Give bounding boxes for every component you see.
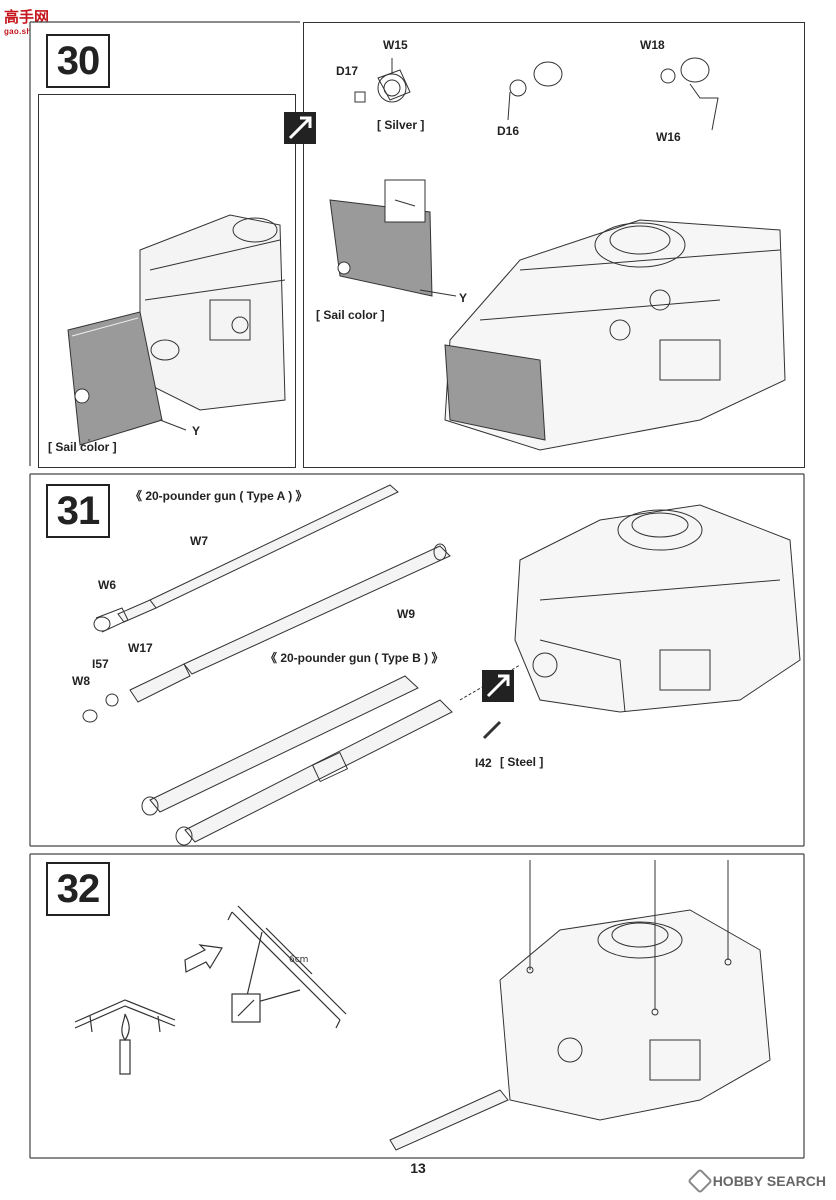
steel-color-note: [ Steel ] <box>500 755 544 769</box>
silver-color-note: [ Silver ] <box>377 118 425 132</box>
step-number-31: 31 <box>46 484 110 538</box>
step30-sail-cover-left <box>67 311 163 446</box>
part-w9-label: W9 <box>397 607 415 621</box>
part-w8-label: W8 <box>72 674 90 688</box>
page-number: 13 <box>410 1160 426 1176</box>
part-d17-label: D17 <box>336 64 359 78</box>
step30-direction-icon <box>284 112 316 144</box>
part-w16-label: W16 <box>656 130 681 144</box>
hobby-search-logo: HOBBY SEARCH <box>686 1168 826 1194</box>
step30-sail-cover-right <box>329 179 546 441</box>
part-d16-label: D16 <box>497 124 520 138</box>
part-i57-label: I57 <box>92 657 109 671</box>
part-w6-label: W6 <box>98 578 116 592</box>
part-w18-label: W18 <box>640 38 665 52</box>
step31-direction-icon <box>482 670 514 702</box>
part-w15-label: W15 <box>383 38 408 52</box>
part-w7-label: W7 <box>190 534 208 548</box>
type-b-heading: 《 20-pounder gun ( Type B ) 》 <box>265 651 444 665</box>
step30-small-parts <box>354 57 719 131</box>
step32-bend-diagram <box>74 905 347 1075</box>
step30-turret-left <box>139 214 286 411</box>
measure-label: 6cm <box>289 955 309 965</box>
part-w17-label: W17 <box>128 641 153 655</box>
step-number-30: 30 <box>46 34 110 88</box>
part-i42-label: I42 <box>475 756 492 770</box>
sail-color-note-left: [ Sail color ] <box>48 440 117 454</box>
step32-turret <box>389 860 771 1151</box>
hobby-search-text: HOBBY SEARCH <box>712 1173 826 1189</box>
step31-turret <box>514 504 801 713</box>
part-y-label-left: Y <box>192 424 201 438</box>
step-number-32: 32 <box>46 862 110 916</box>
hobby-search-mark-icon <box>686 1168 713 1194</box>
part-y-label-right: Y <box>459 291 468 305</box>
type-a-heading: 《 20-pounder gun ( Type A ) 》 <box>130 489 308 503</box>
sail-color-note-right: [ Sail color ] <box>316 308 385 322</box>
step31-gun-parts <box>82 484 521 846</box>
